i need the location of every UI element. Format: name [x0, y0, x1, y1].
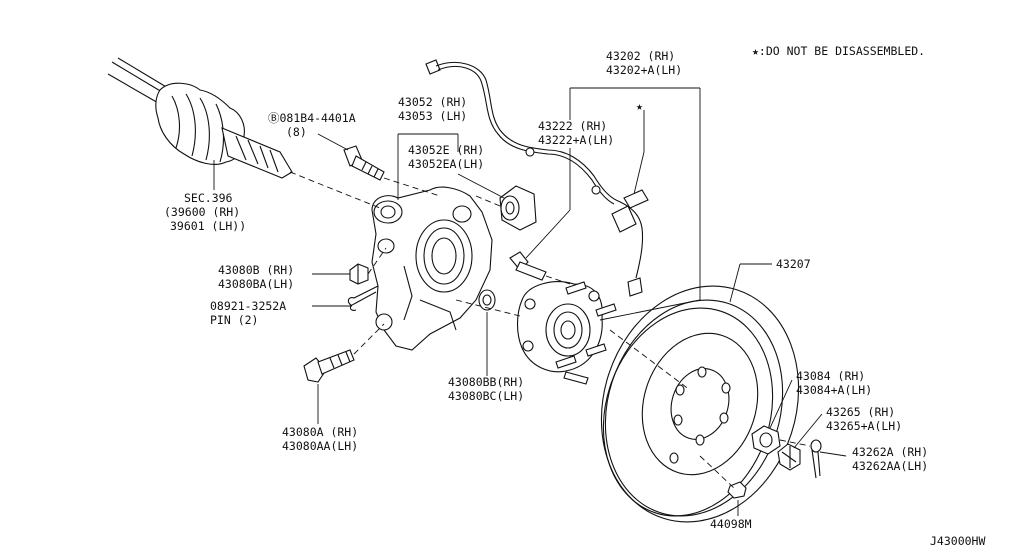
callout-cotter-43262-line2: 43262AA(LH)	[852, 459, 928, 473]
callout-sensor-line1: 43202 (RH)	[606, 49, 675, 63]
callout-washer-43080bb-line2: 43080BC(LH)	[448, 389, 524, 403]
washer-43080bb-drawing	[478, 289, 496, 311]
callout-bushing-line1: 43052E (RH)	[408, 143, 484, 157]
brake-rotor-drawing	[600, 285, 800, 523]
callout-bolt-08184-line1: Ⓑ081B4-4401A	[268, 111, 356, 125]
legend-note: ★:DO NOT BE DISASSEMBLED.	[752, 44, 925, 58]
callout-knuckle-line1: 43052 (RH)	[398, 95, 467, 109]
star-marker-icon: ★	[636, 99, 643, 113]
drive-shaft-drawing	[107, 57, 293, 179]
nut-43080b-drawing	[349, 263, 369, 285]
callout-washer-43080bb-line1: 43080BB(RH)	[448, 375, 524, 389]
callout-nut-43084-line1: 43084 (RH)	[796, 369, 865, 383]
callout-rotor-line1: 43207	[776, 257, 811, 271]
assembly-lines	[289, 171, 811, 489]
callout-sec396-line2: (39600 (RH)	[164, 205, 240, 219]
nut-cap-drawing	[777, 443, 801, 471]
bolt-43080a-drawing	[303, 349, 355, 383]
bolt-081b4-drawing	[343, 145, 385, 181]
wheel-hub-drawing	[516, 281, 617, 385]
callout-sec396-line1: SEC.396	[184, 191, 233, 205]
cotter-pin-drawing	[810, 439, 822, 479]
legend-note-text: ★:DO NOT BE DISASSEMBLED.	[752, 44, 925, 58]
callout-sensor-line2: 43202+A(LH)	[606, 63, 682, 77]
diagram-id: J43000HW	[930, 534, 985, 548]
callout-sec396-line3: 39601 (LH))	[170, 219, 246, 233]
callout-nut-43080b-line1: 43080B (RH)	[218, 263, 294, 277]
steering-knuckle-drawing	[371, 186, 493, 351]
callout-bolt-08184-line2: (8)	[286, 125, 307, 139]
callout-pin-line1: 08921-3252A	[210, 299, 286, 313]
callout-cap-43265-line2: 43265+A(LH)	[826, 419, 902, 433]
callout-pin-line2: PIN (2)	[210, 313, 258, 327]
callout-hub-line2: 43222+A(LH)	[538, 133, 614, 147]
hub-bolt-drawing	[509, 251, 547, 281]
callout-plug-44098-line1: 44098M	[710, 517, 752, 531]
callout-hub-line1: 43222 (RH)	[538, 119, 607, 133]
callout-nut-43084-line2: 43084+A(LH)	[796, 383, 872, 397]
callout-bolt-43080a-line2: 43080AA(LH)	[282, 439, 358, 453]
callout-bushing-line2: 43052EA(LH)	[408, 157, 484, 171]
bushing-drawing	[499, 185, 537, 231]
callout-knuckle-line2: 43053 (LH)	[398, 109, 467, 123]
callout-cotter-43262-line1: 43262A (RH)	[852, 445, 928, 459]
abs-sensor-drawing	[425, 59, 649, 297]
hub-nut-drawing	[751, 425, 781, 455]
callout-cap-43265-line1: 43265 (RH)	[826, 405, 895, 419]
callout-bolt-43080a-line1: 43080A (RH)	[282, 425, 358, 439]
pin-drawing	[347, 285, 379, 311]
callout-nut-43080b-line2: 43080BA(LH)	[218, 277, 294, 291]
leader-lines	[213, 87, 847, 516]
